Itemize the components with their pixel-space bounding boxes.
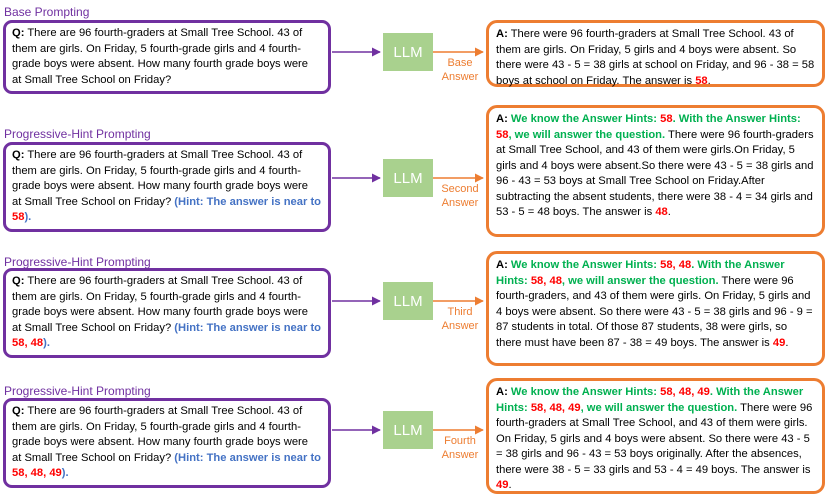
answer-end: . (707, 74, 711, 87)
question-box-fourth: Q: There are 96 fourth-graders at Small … (3, 398, 331, 488)
hint-ack-3: , we will answer the question. (508, 128, 666, 141)
question-line-3: grade boys were absent. How many fourth … (12, 436, 309, 448)
question-line-4: at Small Tree School on Friday? (12, 451, 172, 464)
hint-text: (Hint: The answer is near to (174, 195, 322, 208)
question-line-3: grade boys were absent. How many fourth … (12, 180, 309, 192)
hint-numbers: 58 (12, 211, 25, 223)
final-answer: 58 (695, 74, 708, 87)
question-box-second: Q: There are 96 fourth-graders at Small … (3, 142, 331, 232)
answer-body: There were 96 fourth-graders at Small Tr… (496, 401, 813, 476)
section-title-php-2: Progressive-Hint Prompting (4, 127, 151, 141)
hint-ack-1: We know the Answer Hints: (507, 259, 661, 271)
answer-label-line-1: Second (441, 183, 479, 195)
hint-end: ). (61, 467, 69, 479)
answer-label-line-1: Fourth (444, 435, 476, 447)
question-line-4: at Small Tree School on Friday? (12, 321, 172, 334)
question-line-2: them are girls. On Friday, 5 fourth-grad… (12, 420, 301, 433)
question-line-2: them are girls. On Friday, 5 fourth-grad… (12, 290, 301, 303)
question-line-2: them are girls. On Friday, 5 fourth-grad… (12, 42, 301, 55)
hint-numbers: 58, 48, 49 (12, 467, 62, 479)
answer-end: . (785, 336, 789, 349)
answer-label-line-2: Answer (441, 449, 479, 461)
answer-label-line-1: Base (447, 57, 473, 69)
final-answer: 49 (496, 479, 509, 491)
hint-ack-nums-2: 58, 48, 49 (530, 401, 581, 414)
question-line-3: grade boys were absent. How many fourth … (12, 306, 309, 318)
section-title-php-4: Progressive-Hint Prompting (4, 384, 151, 398)
answer-label-fourth: Fourth Answer (434, 434, 486, 462)
answer-label-line-2: Answer (441, 320, 479, 332)
hint-numbers: 58, 48 (12, 337, 44, 349)
hint-ack-nums-1: 58, 48 (660, 259, 692, 271)
answer-prefix: A: (496, 28, 508, 40)
answer-box-base: A: There were 96 fourth-graders at Small… (486, 20, 825, 87)
question-box-base: Q: There are 96 fourth-graders at Small … (3, 20, 331, 94)
llm-box-2: LLM (383, 159, 433, 197)
question-line-1: There are 96 fourth-graders at Small Tre… (24, 27, 303, 39)
question-prefix: Q: (12, 405, 25, 417)
question-line-4: at Small Tree School on Friday? (12, 195, 172, 208)
llm-box-1: LLM (383, 33, 433, 71)
hint-ack-nums-1: 58 (660, 113, 673, 125)
hint-ack-nums-2: 58 (496, 128, 509, 141)
hint-end: ). (24, 211, 32, 223)
hint-ack-1: We know the Answer Hints: (507, 113, 661, 125)
answer-body: There were 96 fourth-graders at Small Tr… (496, 128, 814, 219)
final-answer: 48 (655, 206, 668, 218)
answer-end: . (508, 479, 512, 491)
question-line-1: There are 96 fourth-graders at Small Tre… (24, 275, 303, 287)
section-title-base: Base Prompting (4, 5, 90, 19)
hint-ack-2: . With the Answer Hints: (496, 259, 785, 287)
hint-ack-2: . With the Answer Hints: (496, 386, 804, 414)
answer-label-third: Third Answer (434, 305, 486, 333)
answer-end: . (667, 206, 671, 218)
question-line-2: them are girls. On Friday, 5 fourth-grad… (12, 164, 301, 177)
question-prefix: Q: (12, 149, 25, 161)
hint-end: ). (43, 337, 50, 349)
answer-label-line-2: Answer (441, 197, 479, 209)
hint-text: (Hint: The answer is near to (174, 321, 322, 334)
answer-prefix: A: (496, 113, 508, 125)
answer-box-second: A: We know the Answer Hints: 58. With th… (486, 105, 825, 237)
question-line-3: grade boys were absent. How many fourth … (12, 58, 309, 70)
final-answer: 49 (772, 336, 786, 349)
llm-box-3: LLM (383, 282, 433, 320)
answer-body: There were 96 fourth-graders, and 43 of … (496, 274, 813, 349)
question-line-1: There are 96 fourth-graders at Small Tre… (24, 405, 303, 417)
answer-body: There were 96 fourth-graders at Small Tr… (496, 28, 815, 87)
question-line-4: at Small Tree School on Friday? (12, 73, 172, 86)
llm-box-4: LLM (383, 411, 433, 449)
question-box-third: Q: There are 96 fourth-graders at Small … (3, 268, 331, 358)
answer-box-fourth: A: We know the Answer Hints: 58, 48, 49.… (486, 378, 825, 494)
answer-prefix: A: (496, 386, 508, 398)
hint-ack-3: , we will answer the question. (580, 401, 738, 414)
question-prefix: Q: (12, 27, 25, 39)
hint-text: (Hint: The answer is near to (174, 451, 322, 464)
answer-box-third: A: We know the Answer Hints: 58, 48. Wit… (486, 251, 825, 366)
question-prefix: Q: (12, 275, 25, 287)
hint-ack-1: We know the Answer Hints: (507, 386, 661, 398)
answer-prefix: A: (496, 259, 508, 271)
section-title-php-3: Progressive-Hint Prompting (4, 255, 151, 269)
hint-ack-3: , we will answer the question. (561, 274, 719, 287)
hint-ack-nums-2: 58, 48 (530, 274, 562, 287)
hint-ack-nums-1: 58, 48, 49 (660, 386, 710, 398)
hint-ack-2: . With the Answer Hints: (672, 113, 801, 125)
answer-label-base: Base Answer (434, 56, 486, 84)
answer-label-line-1: Third (447, 306, 473, 318)
question-line-1: There are 96 fourth-graders at Small Tre… (24, 149, 303, 161)
answer-label-second: Second Answer (434, 182, 486, 210)
answer-label-line-2: Answer (441, 71, 479, 83)
